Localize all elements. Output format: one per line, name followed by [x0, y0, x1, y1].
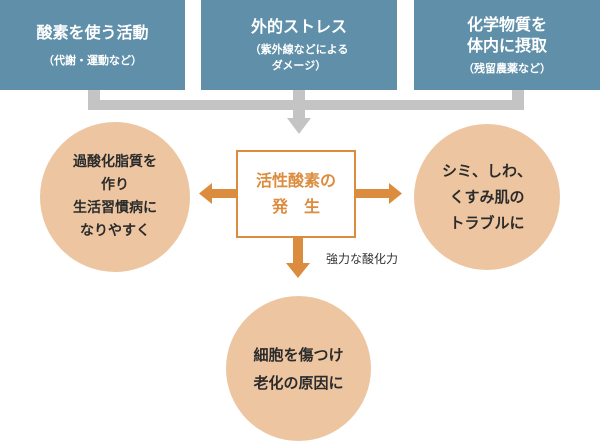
orange-arrow-left — [199, 183, 236, 204]
connector-horizontal — [88, 100, 524, 110]
source-box-external-stress: 外的ストレス （紫外線などによる ダメージ） — [201, 0, 397, 90]
center-box-active-oxygen: 活性酸素の 発 生 — [236, 150, 356, 238]
orange-arrow-down — [286, 238, 310, 278]
outcome-circle-aging: 細胞を傷つけ 老化の原因に — [226, 296, 371, 441]
source-title: 化学物質を 体内に摂取 — [466, 14, 547, 55]
source-subtitle: （代謝・運動など） — [43, 53, 142, 67]
outcome-circle-skin-trouble: シミ、しわ、 くすみ肌の トラブルに — [414, 124, 560, 270]
orange-arrow-right — [356, 183, 402, 204]
gray-arrow-down — [287, 118, 311, 134]
source-subtitle: （紫外線などによる ダメージ） — [249, 43, 349, 72]
arrow-annotation: 強力な酸化力 — [326, 252, 399, 266]
source-title: 外的ストレス — [250, 17, 347, 36]
source-title: 酸素を使う活動 — [36, 22, 149, 42]
source-subtitle: （残留農薬など） — [463, 61, 551, 75]
source-box-metabolism: 酸素を使う活動 （代謝・運動など） — [0, 0, 185, 90]
source-box-chemicals: 化学物質を 体内に摂取 （残留農薬など） — [414, 0, 600, 90]
outcome-circle-lifestyle-disease: 過酸化脂質を 作り 生活習慣病に なりやすく — [40, 122, 190, 272]
